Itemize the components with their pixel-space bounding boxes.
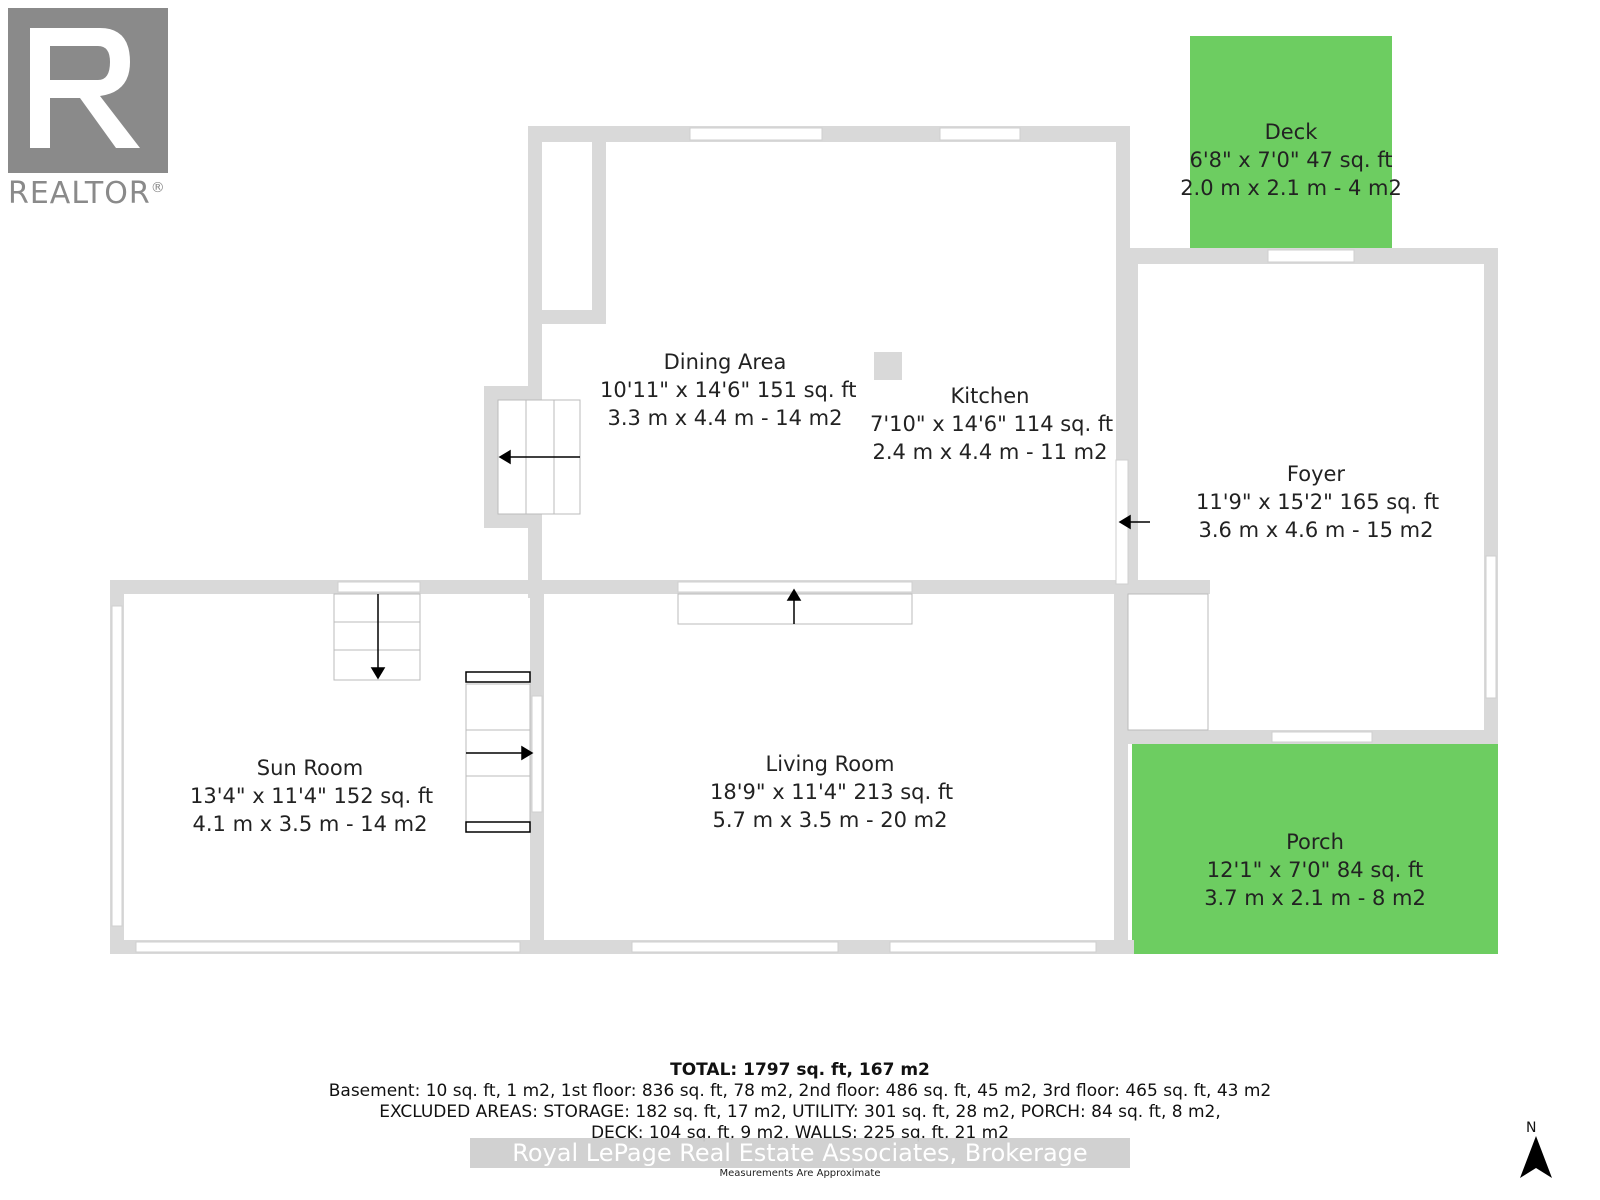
foyer-label: Foyer 11'9" x 15'2" 165 sq. ft 3.6 m x 4…: [1196, 460, 1440, 544]
pillar: [874, 352, 902, 380]
measurement-disclaimer: Measurements Are Approximate: [719, 1168, 881, 1179]
north-label: N: [1526, 1120, 1537, 1136]
sun-room-label: Sun Room 13'4" x 11'4" 152 sq. ft 4.1 m …: [190, 754, 434, 838]
room-name: Sun Room: [256, 756, 364, 780]
room-metric: 2.0 m x 2.1 m - 4 m2: [1180, 176, 1402, 200]
realtor-logo-icon: [8, 8, 168, 173]
room-name: Porch: [1286, 830, 1344, 854]
stair-direction-arrows: [370, 449, 1150, 761]
deck-area: [1190, 36, 1392, 248]
brokerage-watermark: Royal LePage Real Estate Associates, Bro…: [470, 1138, 1130, 1168]
room-name: Kitchen: [950, 384, 1030, 408]
room-imperial: 11'9" x 15'2" 165 sq. ft: [1196, 490, 1440, 514]
excluded-areas: EXCLUDED AREAS: STORAGE: 182 sq. ft, 17 …: [379, 1102, 1221, 1122]
room-imperial: 18'9" x 11'4" 213 sq. ft: [710, 780, 954, 804]
deck-label: Deck 6'8" x 7'0" 47 sq. ft 2.0 m x 2.1 m…: [1176, 118, 1406, 202]
room-metric: 5.7 m x 3.5 m - 20 m2: [712, 808, 948, 832]
room-imperial: 6'8" x 7'0" 47 sq. ft: [1189, 148, 1393, 172]
floor-areas: Basement: 10 sq. ft, 1 m2, 1st floor: 83…: [328, 1081, 1272, 1101]
room-imperial: 7'10" x 14'6" 114 sq. ft: [870, 412, 1114, 436]
room-metric: 3.6 m x 4.6 m - 15 m2: [1198, 518, 1434, 542]
room-name: Foyer: [1286, 462, 1346, 486]
room-name: Dining Area: [663, 350, 787, 374]
handrails: [465, 671, 531, 833]
room-metric: 3.3 m x 4.4 m - 14 m2: [607, 406, 843, 430]
kitchen-label: Kitchen 7'10" x 14'6" 114 sq. ft 2.4 m x…: [870, 382, 1114, 466]
dining-area-label: Dining Area 10'11" x 14'6" 151 sq. ft 3.…: [600, 348, 857, 432]
room-metric: 3.7 m x 2.1 m - 8 m2: [1204, 886, 1426, 910]
room-name: Living Room: [765, 752, 895, 776]
room-name: Deck: [1264, 120, 1318, 144]
area-totals: TOTAL: 1797 sq. ft, 167 m2 Basement: 10 …: [300, 1060, 1300, 1144]
living-room-label: Living Room 18'9" x 11'4" 213 sq. ft 5.7…: [710, 750, 954, 834]
room-imperial: 13'4" x 11'4" 152 sq. ft: [190, 784, 434, 808]
room-metric: 4.1 m x 3.5 m - 14 m2: [192, 812, 428, 836]
porch-label: Porch 12'1" x 7'0" 84 sq. ft 3.7 m x 2.1…: [1200, 828, 1430, 912]
north-arrow-icon: [1520, 1136, 1552, 1178]
room-metric: 2.4 m x 4.4 m - 11 m2: [872, 440, 1108, 464]
porch-area: [1132, 744, 1498, 954]
room-imperial: 12'1" x 7'0" 84 sq. ft: [1206, 858, 1424, 882]
realtor-logo-text: REALTOR®: [8, 176, 166, 211]
walls: [110, 126, 1498, 954]
room-imperial: 10'11" x 14'6" 151 sq. ft: [600, 378, 857, 402]
total-area: TOTAL: 1797 sq. ft, 167 m2: [670, 1060, 930, 1080]
